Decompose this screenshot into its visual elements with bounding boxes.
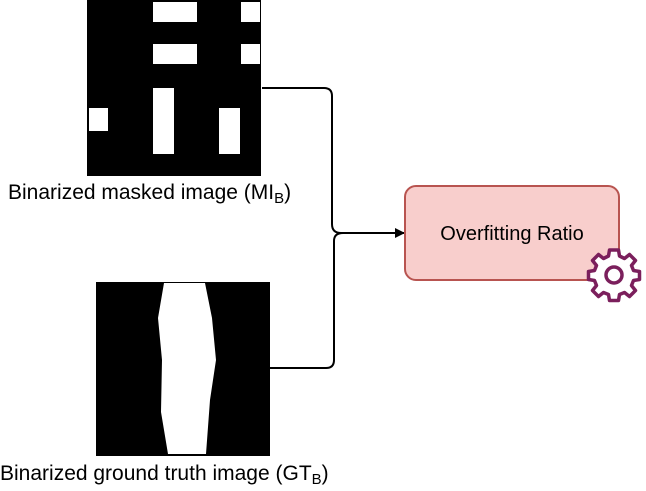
gear-icon	[586, 248, 642, 303]
ground-truth-image-thumbnail	[96, 282, 270, 456]
ground-truth-caption: Binarized ground truth image (GTB)	[0, 462, 329, 488]
masked-image-caption-text: Binarized masked image (MI	[8, 181, 275, 204]
masked-image-caption-subscript: B	[274, 190, 285, 207]
ground-truth-caption-end: )	[321, 462, 329, 485]
ground-truth-caption-subscript: B	[311, 471, 322, 488]
overfitting-ratio-label: Overfitting Ratio	[440, 223, 584, 245]
masked-image-caption-end: )	[284, 181, 292, 204]
connector-masked-image	[262, 87, 405, 238]
masked-image-thumbnail	[87, 0, 261, 176]
overfitting-ratio-node: Overfitting Ratio	[404, 185, 620, 281]
ground-truth-caption-text: Binarized ground truth image (GT	[0, 462, 312, 485]
masked-image-caption: Binarized masked image (MIB)	[8, 181, 291, 207]
connector-ground-truth	[270, 232, 344, 369]
